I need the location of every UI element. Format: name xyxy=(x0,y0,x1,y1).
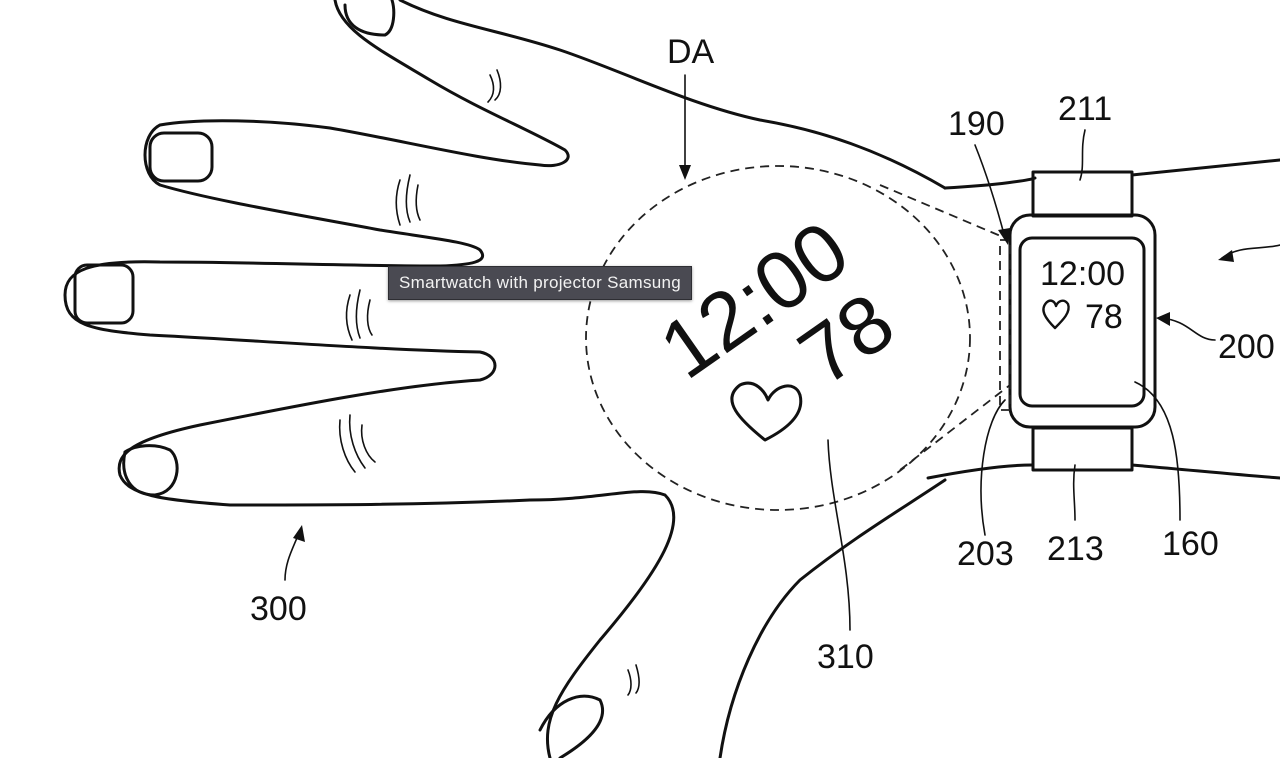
label-200: 200 xyxy=(1218,328,1275,366)
projection-area-circle xyxy=(585,165,971,511)
hand-outline xyxy=(63,0,1280,758)
label-DA: DA xyxy=(667,33,715,71)
projected-heart-icon xyxy=(730,381,803,442)
label-310: 310 xyxy=(817,638,874,676)
projected-content: 12:00 78 xyxy=(644,204,910,403)
image-tooltip: Smartwatch with projector Samsung xyxy=(388,266,693,300)
projection-beam-lines xyxy=(879,184,1011,471)
watch-heart-icon xyxy=(1042,299,1070,330)
watch-heart-rate: 78 xyxy=(1085,298,1123,336)
label-190: 190 xyxy=(948,105,1005,143)
label-160: 160 xyxy=(1162,525,1219,563)
label-203: 203 xyxy=(957,535,1014,573)
watch-screen xyxy=(1018,236,1146,408)
lower-strap xyxy=(1031,426,1134,472)
watch-time: 12:00 xyxy=(1040,255,1125,293)
label-300: 300 xyxy=(250,590,307,628)
upper-strap xyxy=(1031,170,1134,218)
leader-lines xyxy=(284,74,1280,631)
label-213: 213 xyxy=(1047,530,1104,568)
watch-body xyxy=(1008,213,1157,429)
label-211: 211 xyxy=(1058,90,1112,128)
smartwatch: 12:00 78 xyxy=(999,170,1157,472)
